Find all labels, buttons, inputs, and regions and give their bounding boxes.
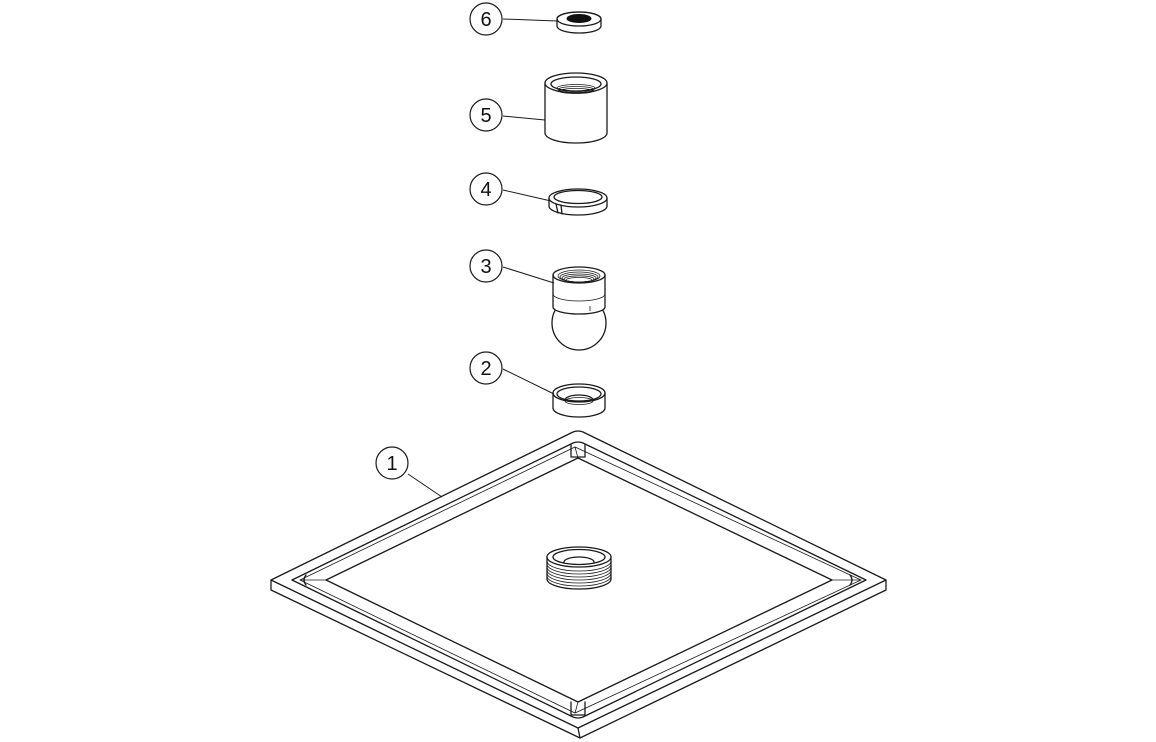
part-6-washer [556,11,602,34]
callout-6[interactable]: 6 [469,2,558,36]
callout-4-number: 4 [480,179,491,201]
callout-2[interactable]: 2 [469,351,555,395]
callout-3[interactable]: 3 [469,249,555,284]
part-2-cup-washer [552,383,606,418]
callout-6-number: 6 [480,9,491,31]
callout-5-number: 5 [480,105,491,127]
part-1-shower-plate [270,430,887,739]
callout-1-number: 1 [386,453,397,475]
callout-5[interactable]: 5 [469,98,546,132]
callout-1[interactable]: 1 [375,446,443,498]
callout-3-number: 3 [480,256,491,278]
callout-4[interactable]: 4 [469,172,552,206]
part-3-ball-joint [551,266,607,351]
part-4-split-ring [548,188,608,216]
part-5-nut [544,72,608,144]
callout-2-number: 2 [480,358,491,380]
